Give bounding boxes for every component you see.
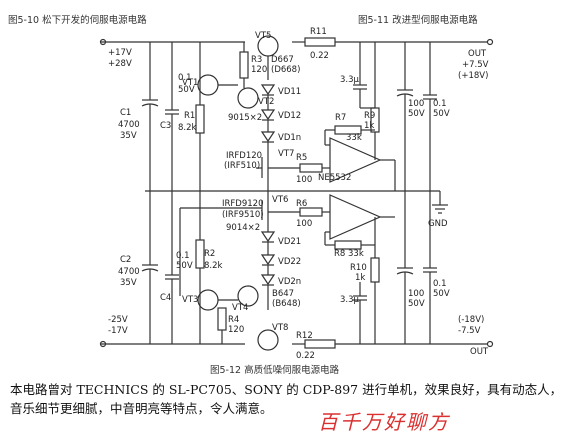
input-neg-alt-label: -17V <box>108 326 128 336</box>
r3-label: R3 <box>251 55 262 65</box>
input-pos-label: +17V <box>108 48 132 58</box>
out-neg-label: OUT <box>470 347 489 357</box>
r9-label: R9 <box>364 111 375 121</box>
r7-label: R7 <box>335 113 346 123</box>
c1-label: C1 <box>120 108 131 118</box>
c4-value: 0.1 <box>176 251 190 261</box>
vt3-type: 9014×2 <box>226 223 260 233</box>
irfd9120-label: IRFD9120 <box>222 199 263 209</box>
vd2n-label: VD2n <box>278 277 301 287</box>
out-neg-voltage: (-18V) <box>458 315 484 325</box>
cap-100-bottom: 100 <box>408 289 424 299</box>
irf9510-label: (IRF9510) <box>222 210 264 220</box>
r6-label: R6 <box>296 199 307 209</box>
r12-label: R12 <box>296 331 313 341</box>
c3-label: C3 <box>160 121 171 131</box>
c3-value: 0.1 <box>178 73 192 83</box>
out-pos-label: OUT <box>468 49 487 59</box>
cap-0.1-top: 0.1 <box>433 99 447 109</box>
r5-label: R5 <box>296 153 307 163</box>
c3-voltage: 50V <box>178 85 195 95</box>
vt1-label: VT1 <box>182 78 198 88</box>
d667-label: D667 <box>271 55 294 65</box>
vd11-label: VD11 <box>278 87 301 97</box>
c1-value: 4700 <box>118 120 140 130</box>
vt8-label: VT8 <box>272 323 288 333</box>
r9-value: 1k <box>364 121 374 131</box>
r11-value: 0.22 <box>310 51 329 61</box>
r2-value: 8.2k <box>204 261 223 271</box>
vt7-label: VT7 <box>278 149 294 159</box>
irfd120-label: IRFD120 <box>226 151 262 161</box>
c4-voltage: 50V <box>176 261 193 271</box>
input-pos-alt-label: +28V <box>108 59 132 69</box>
c1-voltage: 35V <box>120 131 137 141</box>
figure-caption-5-10: 图5-10 松下开发的伺服电源电路 <box>8 15 147 26</box>
cap-3.3u-bottom: 3.3μ <box>340 295 360 305</box>
vd12-label: VD12 <box>278 111 301 121</box>
b647-label: B647 <box>272 289 294 299</box>
r4-label: R4 <box>228 315 239 325</box>
r4-value: 120 <box>228 325 244 335</box>
out-pos-alt-voltage: (+18V) <box>458 71 488 81</box>
cap-3.3u-top: 3.3μ <box>340 75 360 85</box>
watermark-stamp: 百千万好聊方 <box>318 410 450 434</box>
r1-value: 8.2k <box>178 123 197 133</box>
gnd-label: GND <box>428 219 448 229</box>
vd22-label: VD22 <box>278 257 301 267</box>
vd21-label: VD21 <box>278 237 301 247</box>
cap-100-top: 100 <box>408 99 424 109</box>
c2-label: C2 <box>120 255 131 265</box>
vt5-label: VT5 <box>255 31 271 41</box>
r8-label: R8 <box>334 249 345 259</box>
cap-0.1-bottom: 0.1 <box>433 279 447 289</box>
r2-label: R2 <box>204 249 215 259</box>
out-pos-voltage: +7.5V <box>462 60 489 70</box>
b648-label: (B648) <box>272 299 301 309</box>
d668-label: (D668) <box>271 65 300 75</box>
vd1n-label: VD1n <box>278 133 301 143</box>
out-neg-alt-voltage: -7.5V <box>458 326 481 336</box>
r3-value: 120 <box>251 65 267 75</box>
vt3-label: VT3 <box>182 295 198 305</box>
c2-voltage: 35V <box>120 278 137 288</box>
r10-label: R10 <box>350 263 367 273</box>
cap-100-top-voltage: 50V <box>408 109 425 119</box>
cap-0.1-top-voltage: 50V <box>433 109 450 119</box>
figure-caption-5-11: 图5-11 改进型伺服电源电路 <box>358 15 478 26</box>
cap-100-bottom-voltage: 50V <box>408 299 425 309</box>
vt2-type: 9015×2 <box>228 113 262 123</box>
r8-value: 33k <box>348 249 364 259</box>
r10-value: 1k <box>355 273 365 283</box>
cap-0.1-bottom-voltage: 50V <box>433 289 450 299</box>
vt6-label: VT6 <box>272 195 288 205</box>
irf510-label: (IRF510) <box>224 161 260 171</box>
figure-caption-5-12: 图5-12 高质低噪伺服电源电路 <box>210 365 340 376</box>
c4-label: C4 <box>160 293 171 303</box>
r6-value: 100 <box>296 219 312 229</box>
vt2-label: VT2 <box>258 97 274 107</box>
c2-value: 4700 <box>118 267 140 277</box>
r1-label: R1 <box>184 111 195 121</box>
r12-value: 0.22 <box>296 351 315 361</box>
vt4-label: VT4 <box>232 303 248 313</box>
r7-value: 33k <box>346 133 362 143</box>
ne5532-label: NE5532 <box>318 173 351 183</box>
description-paragraph: 本电路曾对 TECHNICS 的 SL-PC705、SONY 的 CDP-897… <box>10 382 563 416</box>
r5-value: 100 <box>296 175 312 185</box>
input-neg-label: -25V <box>108 315 128 325</box>
r11-label: R11 <box>310 27 327 37</box>
